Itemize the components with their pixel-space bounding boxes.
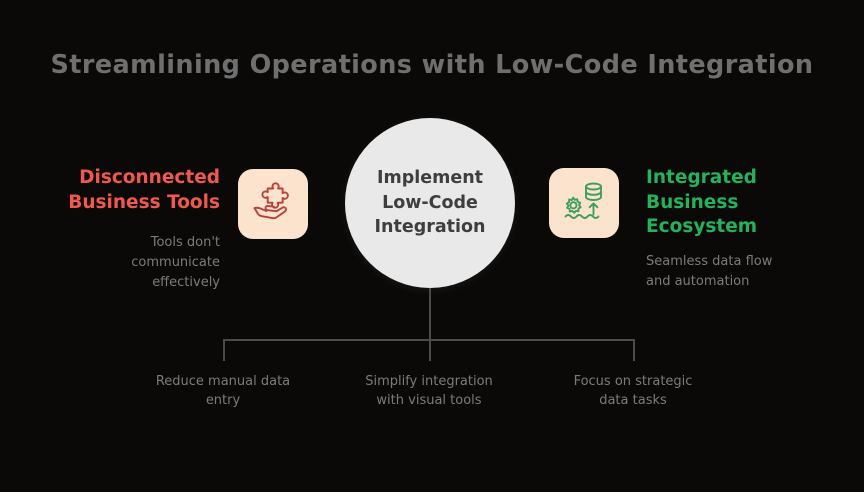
left-heading-line: Business Tools: [68, 191, 220, 213]
branch-label-reduce-manual-data-entry: Reduce manual data entry: [123, 373, 323, 410]
branch-label-line: Focus on strategic: [573, 374, 693, 389]
left-subtitle-line: Tools don't: [150, 235, 220, 250]
left-subtitle-line: communicate: [131, 255, 220, 270]
left-heading-line: Disconnected: [79, 167, 220, 188]
right-icon-tile: [549, 168, 619, 238]
connector-branch-right: [633, 339, 635, 361]
right-heading: Integrated Business Ecosystem: [646, 166, 821, 240]
branch-label-line: entry: [205, 392, 241, 408]
right-concept-block: Integrated Business Ecosystem Seamless d…: [646, 166, 821, 292]
database-growth-ecosystem-icon: [559, 176, 609, 230]
right-subtitle-line: Seamless data flow: [646, 253, 773, 269]
left-heading: Disconnected Business Tools: [60, 166, 220, 215]
branch-label-simplify-integration: Simplify integration with visual tools: [329, 373, 529, 410]
center-node[interactable]: Implement Low-Code Integration: [345, 118, 515, 288]
branch-label-line: Simplify integration: [365, 374, 493, 389]
connector-branch-left: [223, 339, 225, 361]
connector-branch-middle: [429, 339, 431, 361]
center-node-line: Implement: [376, 168, 484, 189]
right-heading-line: Integrated: [646, 167, 757, 188]
hand-holding-puzzle-piece-icon: [248, 177, 298, 231]
right-subtitle-line: and automation: [646, 273, 750, 289]
left-subtitle-line: effectively: [152, 275, 220, 290]
left-concept-block: Disconnected Business Tools Tools don't …: [60, 166, 220, 293]
center-node-line: Low-Code: [382, 192, 478, 213]
branch-label-line: data tasks: [599, 392, 667, 408]
branch-label-line: Reduce manual data: [155, 374, 291, 389]
right-heading-line: Business: [646, 191, 739, 213]
connector-center-stem: [429, 288, 431, 340]
center-node-line: Integration: [374, 217, 486, 238]
right-heading-line: Ecosystem: [646, 216, 758, 237]
branch-label-line: with visual tools: [376, 392, 482, 408]
left-subtitle: Tools don't communicate effectively: [60, 233, 220, 293]
branch-label-focus-on-strategic-data-tasks: Focus on strategic data tasks: [533, 373, 733, 410]
right-subtitle: Seamless data flow and automation: [646, 252, 821, 292]
page-title: Streamlining Operations with Low-Code In…: [50, 50, 814, 80]
left-icon-tile: [238, 169, 308, 239]
connector-horizontal-bus: [223, 339, 634, 341]
